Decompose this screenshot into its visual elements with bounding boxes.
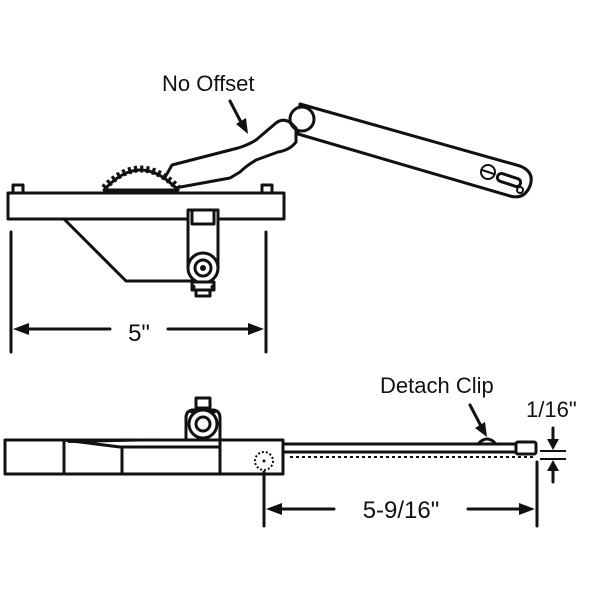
crank-stud: [186, 208, 220, 298]
detach-clip-label: Detach Clip: [380, 373, 494, 398]
offset-link: [158, 118, 298, 190]
operator-arm: [288, 102, 533, 199]
dimension-5in: 5": [9, 230, 268, 354]
dimension-5-9-16in: 5-9/16": [262, 460, 539, 528]
base-plate: [6, 183, 286, 283]
dimension-5in-label: 5": [128, 320, 150, 347]
detach-clip-callout: Detach Clip: [380, 373, 494, 437]
gear-segment: [101, 165, 181, 192]
top-view: No Offset 5": [6, 71, 533, 354]
no-offset-callout: No Offset: [162, 71, 255, 134]
side-crank-stud: [184, 396, 222, 442]
dimension-5-9-16in-label: 5-9/16": [363, 497, 440, 524]
no-offset-label: No Offset: [162, 71, 255, 96]
dimension-1-16in-label: 1/16": [526, 397, 577, 422]
side-view: Detach Clip 1/16" 5-9/16": [3, 373, 577, 528]
side-body: [3, 438, 285, 476]
side-arm: [281, 437, 538, 458]
dimension-1-16in: 1/16": [526, 397, 577, 484]
